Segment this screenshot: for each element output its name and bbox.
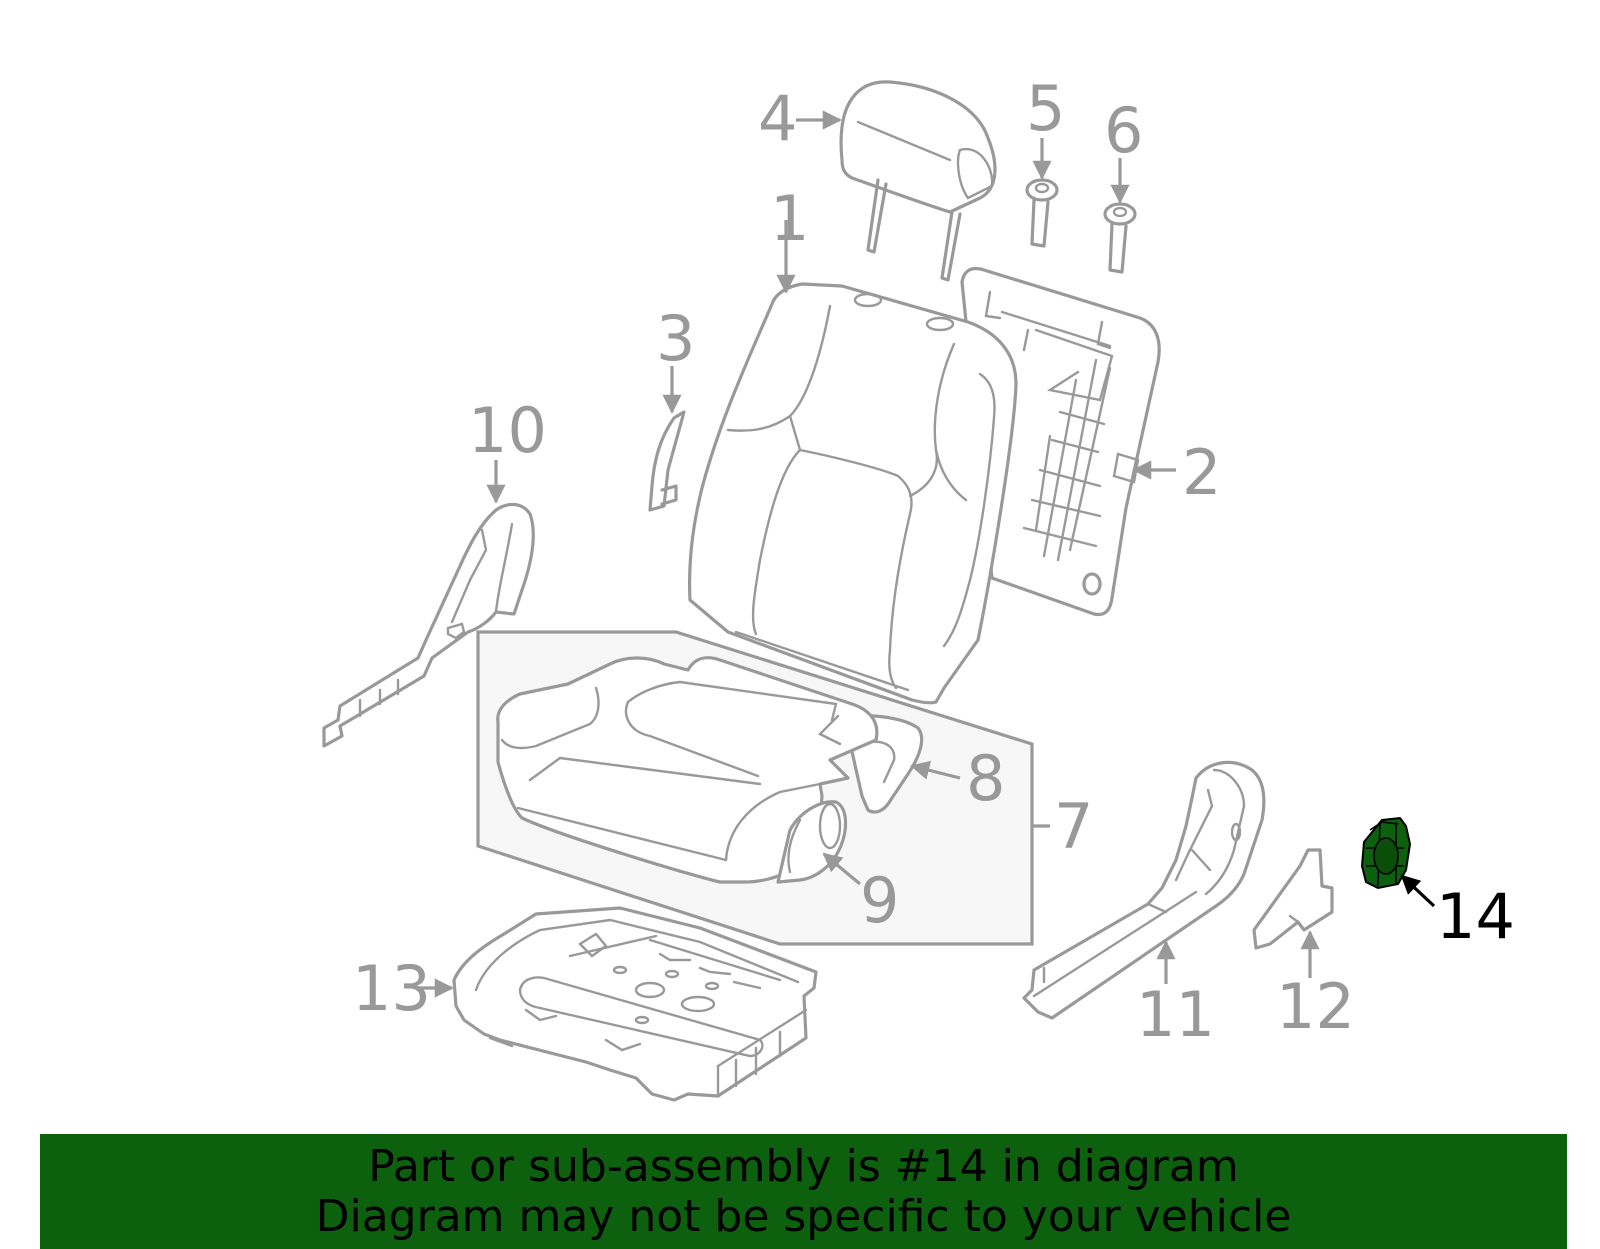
callout-13: 13 xyxy=(352,952,431,1025)
callout-7: 7 xyxy=(1054,790,1093,863)
banner-line-disclaimer: Diagram may not be specific to your vehi… xyxy=(315,1190,1292,1242)
callout-12: 12 xyxy=(1276,970,1355,1043)
callout-leaders xyxy=(418,110,1436,998)
callout-9: 9 xyxy=(860,864,899,937)
callout-2: 2 xyxy=(1182,436,1221,509)
callout-1: 1 xyxy=(770,182,809,255)
callout-5: 5 xyxy=(1026,72,1065,145)
part-seat-back-frame[interactable] xyxy=(960,266,1161,617)
callout-10: 10 xyxy=(468,394,547,467)
part-headrest-guide-5[interactable] xyxy=(1025,178,1059,248)
seat-parts-diagram: 1 2 3 4 5 6 7 8 9 10 11 12 13 14 xyxy=(322,72,1515,1102)
part-14-highlighted[interactable] xyxy=(1360,816,1412,890)
banner-line-part-number: Part or sub-assembly is #14 in diagram xyxy=(368,1140,1239,1192)
info-banner: Part or sub-assembly is #14 in diagram D… xyxy=(40,1134,1567,1249)
part-headrest-guide-6[interactable] xyxy=(1103,202,1137,274)
callout-4: 4 xyxy=(758,82,797,155)
part-seat-cushion-cover[interactable] xyxy=(496,656,879,884)
callout-8: 8 xyxy=(966,742,1005,815)
part-seat-frame[interactable] xyxy=(452,906,818,1102)
callout-14: 14 xyxy=(1436,880,1515,953)
part-seat-track[interactable] xyxy=(1022,760,1266,1020)
callout-3: 3 xyxy=(656,302,695,375)
callout-11: 11 xyxy=(1136,978,1215,1051)
part-trim-panel[interactable] xyxy=(648,410,686,512)
part-side-shield[interactable] xyxy=(322,502,535,748)
part-seat-back-cover[interactable] xyxy=(688,282,1018,705)
callout-6: 6 xyxy=(1104,94,1143,167)
part-headrest[interactable] xyxy=(839,80,997,282)
part-bracket[interactable] xyxy=(1252,848,1334,950)
